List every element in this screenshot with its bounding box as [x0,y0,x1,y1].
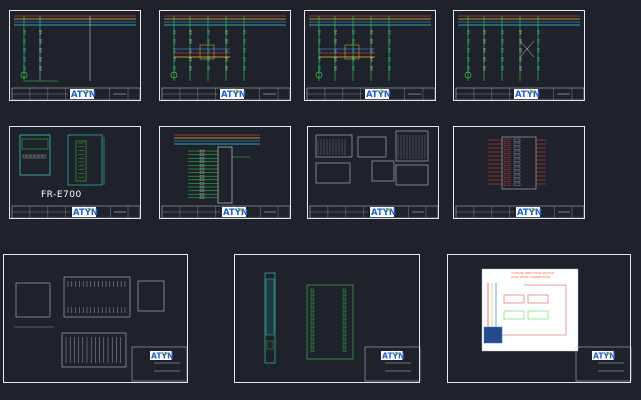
svg-text:ATYN: ATYN [382,351,404,360]
plc-front [15,282,51,318]
svg-text:ATYN: ATYN [73,208,98,218]
atyn-logo: ATYN [220,89,246,100]
module-outline [395,130,429,162]
title-block [131,346,188,382]
drawing-sheet-4[interactable]: ATYN [453,10,585,101]
cabinet-graphic: ATYN [264,272,421,382]
svg-text:ATYN: ATYN [517,208,542,218]
inverter-front [19,134,51,176]
module-outline [371,160,395,182]
module-outline [395,164,429,186]
din-rail [264,272,276,364]
atyn-logo: ATYN [592,351,615,360]
plc-main [63,276,131,318]
drawing-sheet-8[interactable]: ATYN [453,126,585,219]
modules-graphic: ATYN [309,130,439,219]
plc-side [137,280,165,312]
svg-text:ATYN: ATYN [371,208,396,218]
motor-caption-line-1: 3 PHASE INDUCTION MOTOR [511,271,554,275]
motor-symbol [170,71,178,79]
drawing-sheet-2[interactable]: ATYN [159,10,291,101]
module-outline [315,134,353,158]
circuit-graphic: ATYN [11,15,141,101]
motor-symbol [315,71,323,79]
title-block [364,346,421,382]
atyn-logo: ATYN [72,207,98,218]
atyn-logo: ATYN [516,207,542,218]
motor-symbol [20,71,28,79]
svg-text:ATYN: ATYN [593,351,615,360]
inverter-model-label: FR-E700 [41,190,82,200]
drawing-sheet-1[interactable]: ATYN [9,10,141,101]
atyn-logo: ATYN [514,89,540,100]
circuit-graphic: ATYN [306,15,436,101]
circuit-graphic: ATYN [455,15,585,101]
atyn-logo: ATYN [70,89,96,100]
motor-graphic: ATYN [481,268,632,382]
title-block [575,346,632,382]
plc-graphic: ATYN [14,276,188,382]
motor-body [483,326,503,344]
wiring-graphic: ATYN [161,134,291,219]
component-panel [306,284,354,360]
atyn-logo: ATYN [370,207,396,218]
atyn-logo: ATYN [381,351,404,360]
svg-text:ATYN: ATYN [151,351,173,360]
motor-symbol [464,71,472,79]
motor-caption-line-2: STAR-DELTA CONNECTION [511,275,550,279]
module-outline [315,162,351,184]
drawing-sheet-10[interactable]: ATYN [234,254,421,383]
drawing-sheet-3[interactable]: ATYN [304,10,436,101]
inverter-block [217,146,233,204]
svg-text:ATYN: ATYN [223,208,248,218]
terminal-graphic: ATYN [455,136,585,219]
drawing-sheet-5[interactable]: ATYN FR-E700 [9,126,141,219]
svg-text:ATYN: ATYN [366,90,391,100]
drawing-sheet-9[interactable]: ATYN [3,254,188,383]
drawing-sheet-11[interactable]: ATYN 3 PHASE INDUCTION MOTOR STAR-DELTA … [447,254,632,383]
module-outline [357,136,387,158]
terminal-strip [501,136,537,190]
plc-bottom [61,332,127,368]
atyn-logo: ATYN [150,351,173,360]
drawing-sheet-6[interactable]: ATYN [159,126,291,219]
atyn-logo: ATYN [365,89,391,100]
inverter-graphic: ATYN [11,134,141,219]
inverter-side [67,134,103,186]
svg-text:ATYN: ATYN [515,90,540,100]
svg-text:ATYN: ATYN [71,90,96,100]
circuit-graphic: ATYN [161,15,291,101]
atyn-logo: ATYN [222,207,248,218]
svg-text:ATYN: ATYN [221,90,246,100]
drawing-sheet-7[interactable]: ATYN [307,126,439,219]
